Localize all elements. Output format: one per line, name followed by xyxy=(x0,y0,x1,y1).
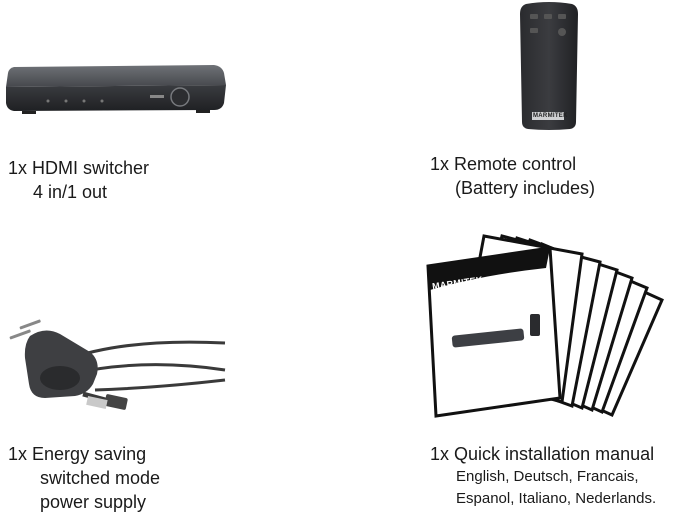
hdmi-switcher-image xyxy=(0,55,230,125)
caption-power-supply: 1x Energy saving switched mode power sup… xyxy=(8,444,161,512)
caption-manual: 1x Quick installation manual English, De… xyxy=(430,444,657,507)
remote-control-image xyxy=(518,0,580,132)
power-supply-image xyxy=(5,318,230,418)
manuals-image xyxy=(422,230,672,430)
caption-hdmi-switcher: 1x HDMI switcher 4 in/1 out xyxy=(8,158,150,202)
remote-brand-logo: MARMITEK xyxy=(533,113,568,119)
caption-remote-control: 1x Remote control (Battery includes) xyxy=(430,154,596,198)
